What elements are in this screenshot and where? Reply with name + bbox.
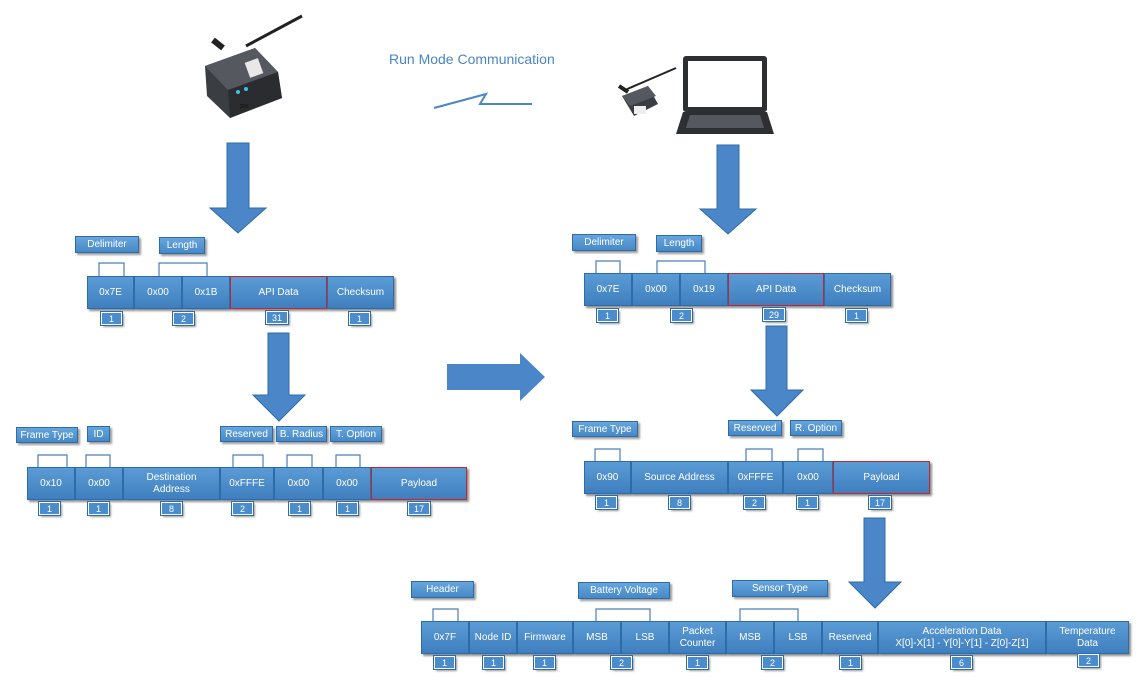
size-checksum: 1: [845, 308, 868, 323]
size-api-data: 29: [762, 307, 786, 322]
field-payload: Payload: [833, 461, 930, 494]
size-reserved: 2: [231, 501, 254, 516]
field-sensor-type-msb: MSB: [726, 621, 774, 654]
size-sensor-type: 2: [761, 655, 784, 670]
field-packet-counter: Packet Counter: [669, 621, 726, 654]
size-transmit-option: 1: [336, 501, 359, 516]
field-length-msb: 0x00: [632, 273, 680, 306]
size-reserved: 2: [743, 495, 766, 510]
size-temperature-data: 2: [1077, 653, 1100, 668]
field-checksum: Checksum: [327, 276, 394, 309]
field-temperature-data: Temperature Data: [1046, 621, 1129, 654]
size-receive-option: 1: [796, 495, 819, 510]
field-transmit-option: 0x00: [323, 467, 371, 500]
size-api-data: 31: [265, 310, 289, 325]
field-length-msb: 0x00: [134, 276, 182, 309]
label-length: Length: [159, 237, 205, 254]
field-frame-id: 0x00: [75, 467, 123, 500]
field-node-id: Node ID: [469, 621, 517, 654]
field-reserved: 0xFFFE: [728, 461, 783, 494]
label-delimiter: Delimiter: [572, 234, 636, 251]
label-id: ID: [87, 426, 110, 442]
field-length-lsb: 0x1B: [182, 276, 230, 309]
sensor-device-icon: [205, 14, 303, 118]
field-battery-lsb: LSB: [621, 621, 669, 654]
field-destination-address: Destination Address: [123, 467, 220, 500]
size-frame-type: 1: [38, 501, 61, 516]
field-battery-msb: MSB: [573, 621, 621, 654]
field-source-address: Source Address: [631, 461, 728, 494]
size-payload-reserved: 1: [839, 655, 862, 670]
size-delimiter: 1: [596, 308, 619, 323]
field-frame-type: 0x90: [584, 461, 631, 494]
diagram-title: Run Mode Communication: [389, 51, 555, 67]
label-battery-voltage: Battery Voltage: [578, 582, 670, 599]
field-checksum: Checksum: [824, 273, 891, 306]
field-firmware: Firmware: [517, 621, 573, 654]
size-frame-type: 1: [595, 495, 618, 510]
label-frame-type: Frame Type: [572, 421, 638, 437]
field-length-lsb: 0x19: [680, 273, 728, 306]
arrow-down-icon: [208, 142, 903, 609]
label-transmit-option: T. Option: [330, 426, 382, 442]
label-header: Header: [411, 581, 474, 598]
size-broadcast-radius: 1: [288, 501, 311, 516]
field-payload-reserved: Reserved: [822, 621, 878, 654]
field-payload: Payload: [371, 467, 467, 500]
laptop-icon: [676, 56, 774, 134]
label-sensor-type: Sensor Type: [732, 580, 828, 597]
size-delimiter: 1: [100, 311, 123, 326]
lightning-link-icon: [433, 92, 532, 109]
size-battery-voltage: 2: [610, 655, 633, 670]
arrow-right-icon: [447, 353, 545, 401]
acceleration-data-axes: X[0]-X[1] - Y[0]-Y[1] - Z[0]-Z[1]: [895, 637, 1029, 649]
size-packet-counter: 1: [686, 655, 709, 670]
field-receive-option: 0x00: [783, 461, 833, 494]
size-header: 1: [433, 655, 456, 670]
size-length: 2: [670, 308, 693, 323]
label-delimiter: Delimiter: [75, 236, 139, 253]
field-delimiter: 0x7E: [87, 276, 134, 309]
size-length: 2: [172, 311, 195, 326]
size-acceleration-data: 6: [950, 655, 973, 670]
size-destination-address: 8: [160, 501, 183, 516]
field-broadcast-radius: 0x00: [274, 467, 323, 500]
size-node-id: 1: [482, 655, 505, 670]
label-frame-type: Frame Type: [16, 427, 78, 443]
usb-receiver-icon: [617, 67, 677, 116]
size-payload: 17: [868, 495, 892, 510]
field-header: 0x7F: [421, 621, 469, 654]
acceleration-data-title: Acceleration Data: [922, 625, 1002, 637]
size-firmware: 1: [533, 655, 556, 670]
size-frame-id: 1: [87, 501, 110, 516]
field-reserved: 0xFFFE: [220, 467, 274, 500]
field-acceleration-data: Acceleration Data X[0]-X[1] - Y[0]-Y[1] …: [878, 621, 1046, 654]
size-payload: 17: [407, 501, 431, 516]
size-source-address: 8: [668, 495, 691, 510]
label-receive-option: R. Option: [790, 420, 842, 436]
label-reserved: Reserved: [728, 420, 782, 436]
label-reserved: Reserved: [220, 426, 273, 442]
label-length: Length: [656, 235, 702, 252]
field-api-data: API Data: [728, 273, 824, 306]
field-frame-type: 0x10: [27, 467, 75, 500]
field-delimiter: 0x7E: [584, 273, 632, 306]
size-checksum: 1: [348, 311, 371, 326]
field-sensor-type-lsb: LSB: [774, 621, 822, 654]
field-api-data: API Data: [230, 276, 327, 309]
label-broadcast-radius: B. Radius: [276, 426, 327, 442]
